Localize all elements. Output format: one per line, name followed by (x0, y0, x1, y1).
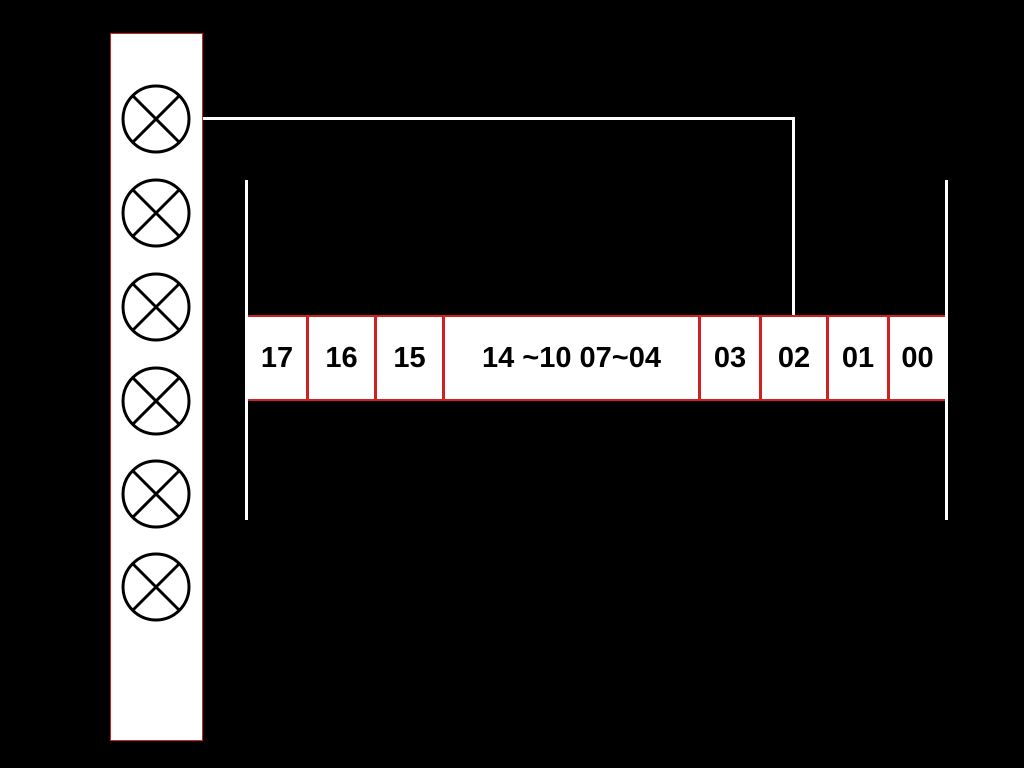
cell-divider (698, 317, 701, 399)
cell-divider (759, 317, 762, 399)
bit-cell-01: 01 (841, 341, 875, 374)
lamp-connector-horizontal (203, 117, 795, 120)
bit-cell-15: 15 (393, 341, 426, 374)
lamp-connector-vertical (792, 117, 795, 316)
bit-register: 17 16 15 14 ~10 07~04 03 02 01 00 (248, 315, 945, 401)
bit-cell-16: 16 (325, 341, 358, 374)
bit-cell-00: 00 (901, 341, 934, 374)
cell-divider (374, 317, 377, 399)
cell-divider (887, 317, 890, 399)
bit-cell-14-04: 14 ~10 07~04 (481, 341, 661, 374)
register-right-rail (945, 180, 948, 520)
circled-x-icon (121, 552, 191, 622)
cell-divider (306, 317, 309, 399)
circled-x-icon (121, 178, 191, 248)
bit-cell-02: 02 (777, 341, 811, 374)
circled-x-icon (121, 84, 191, 154)
cell-divider (442, 317, 445, 399)
indicator-lamp-panel (110, 33, 203, 741)
bit-cell-17: 17 (260, 341, 294, 374)
circled-x-icon (121, 366, 191, 436)
cell-divider (826, 317, 829, 399)
circled-x-icon (121, 459, 191, 529)
bit-cell-03: 03 (713, 341, 747, 374)
register-left-rail (245, 180, 248, 520)
circled-x-icon (121, 272, 191, 342)
